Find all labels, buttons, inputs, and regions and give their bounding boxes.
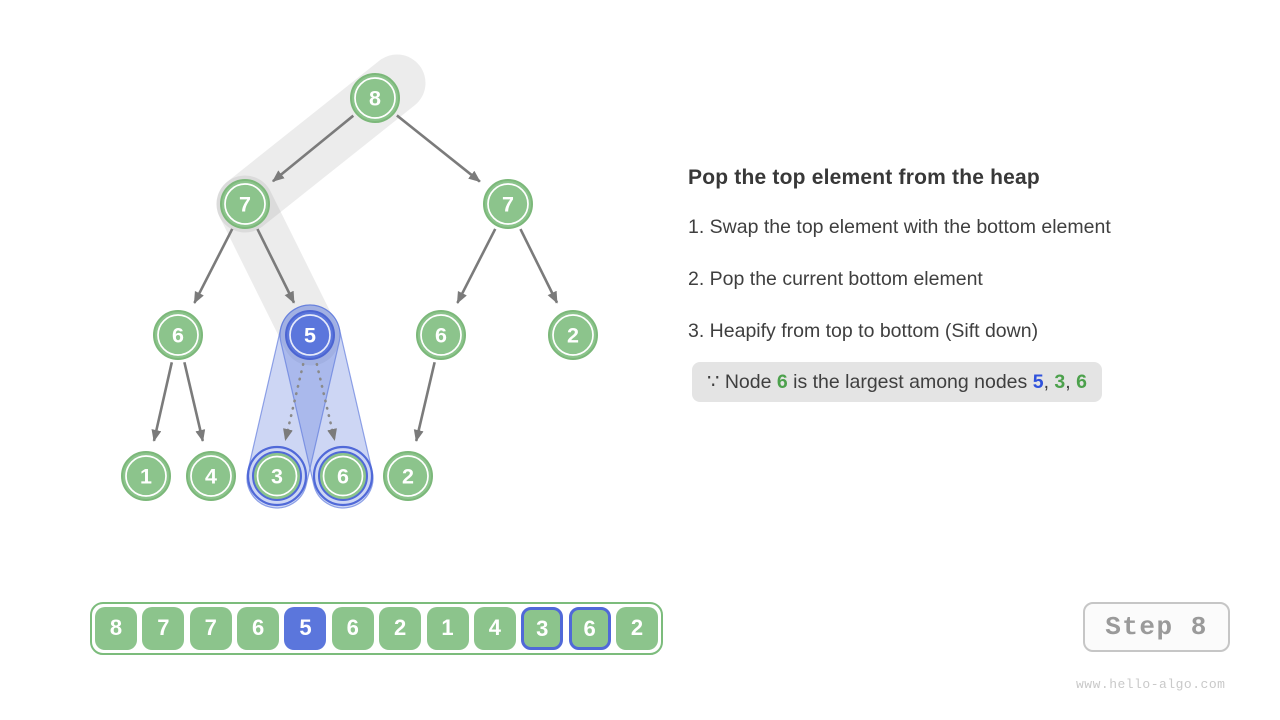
note-text-part: ∵ Node xyxy=(707,371,777,393)
explanation-panel: Pop the top element from the heap 1. Swa… xyxy=(688,166,1248,402)
tree-node-7: 1 xyxy=(121,451,171,501)
note-text-part: 3 xyxy=(1054,371,1066,393)
tree-edge xyxy=(183,361,206,442)
array-cell-11: 2 xyxy=(615,607,658,650)
tree-node-0: 8 xyxy=(350,73,400,123)
instruction-step-3: 3. Heapify from top to bottom (Sift down… xyxy=(688,320,1039,342)
tree-edge xyxy=(193,228,234,304)
array-cell-8: 4 xyxy=(473,607,516,650)
tree-edge xyxy=(272,114,355,183)
tree-node-value: 1 xyxy=(140,465,152,489)
array-cell-5: 6 xyxy=(331,607,374,650)
tree-node-6: 2 xyxy=(548,310,598,360)
instruction-step-2: 2. Pop the current bottom element xyxy=(688,268,983,290)
tree-node-value: 5 xyxy=(304,324,316,348)
tree-node-1: 7 xyxy=(220,179,270,229)
tree-node-value: 6 xyxy=(172,324,184,348)
tree-edge xyxy=(256,228,296,304)
array-cell-7: 1 xyxy=(426,607,469,650)
website-url: www.hello-algo.com xyxy=(1076,677,1226,692)
tree-node-11: 2 xyxy=(383,451,433,501)
tree-node-9: 3 xyxy=(246,445,308,507)
tree-edge xyxy=(151,362,174,442)
note-text-part: is the largest among nodes xyxy=(787,371,1033,393)
array-cell-0: 8 xyxy=(95,607,137,650)
note-text-part: 5 xyxy=(1032,371,1044,393)
array-cell-10: 6 xyxy=(568,607,611,650)
sift-down-arrow xyxy=(283,362,305,442)
tree-node-value: 7 xyxy=(502,193,514,217)
tree-edge xyxy=(413,361,436,442)
tree-node-2: 7 xyxy=(483,179,533,229)
tree-node-8: 4 xyxy=(186,451,236,501)
array-cell-4: 5 xyxy=(284,607,327,650)
tree-node-5: 6 xyxy=(416,310,466,360)
array-cell-3: 6 xyxy=(237,607,280,650)
array-cell-6: 2 xyxy=(379,607,422,650)
tree-node-value: 7 xyxy=(239,193,251,217)
note-text-part: , xyxy=(1043,371,1055,393)
panel-title: Pop the top element from the heap xyxy=(688,166,1040,189)
tree-node-value: 6 xyxy=(435,324,447,348)
tree-node-value: 2 xyxy=(567,324,579,348)
tree-edge xyxy=(456,228,497,304)
tree-node-value: 8 xyxy=(369,87,381,111)
instruction-list: 1. Swap the top element with the bottom … xyxy=(688,215,1248,343)
tree-node-10: 6 xyxy=(312,445,374,507)
array-cell-2: 7 xyxy=(189,607,232,650)
instruction-step-1: 1. Swap the top element with the bottom … xyxy=(688,216,1111,238)
tree-edge xyxy=(396,114,481,183)
array-cell-1: 7 xyxy=(142,607,185,650)
tree-node-value: 3 xyxy=(271,465,283,489)
tree-node-4: 5 xyxy=(285,310,335,360)
array-cell-9: 3 xyxy=(521,607,564,650)
sift-down-arrow xyxy=(315,362,337,442)
tree-node-value: 4 xyxy=(205,465,217,489)
heap-tree-diagram: 8 7 7 6 5 6 2 1 4 3 6 2 xyxy=(121,54,598,509)
note-text-part: 6 xyxy=(1076,371,1087,393)
tree-node-value: 2 xyxy=(402,465,414,489)
note-text-part: , xyxy=(1065,371,1077,393)
tree-node-value: 6 xyxy=(337,465,349,489)
note-text-part: 6 xyxy=(776,371,788,393)
note-box: ∵ Node 6 is the largest among nodes 5, 3… xyxy=(692,362,1102,402)
tree-edge xyxy=(519,228,559,304)
step-indicator-button[interactable]: Step 8 xyxy=(1083,602,1230,652)
tree-node-3: 6 xyxy=(153,310,203,360)
